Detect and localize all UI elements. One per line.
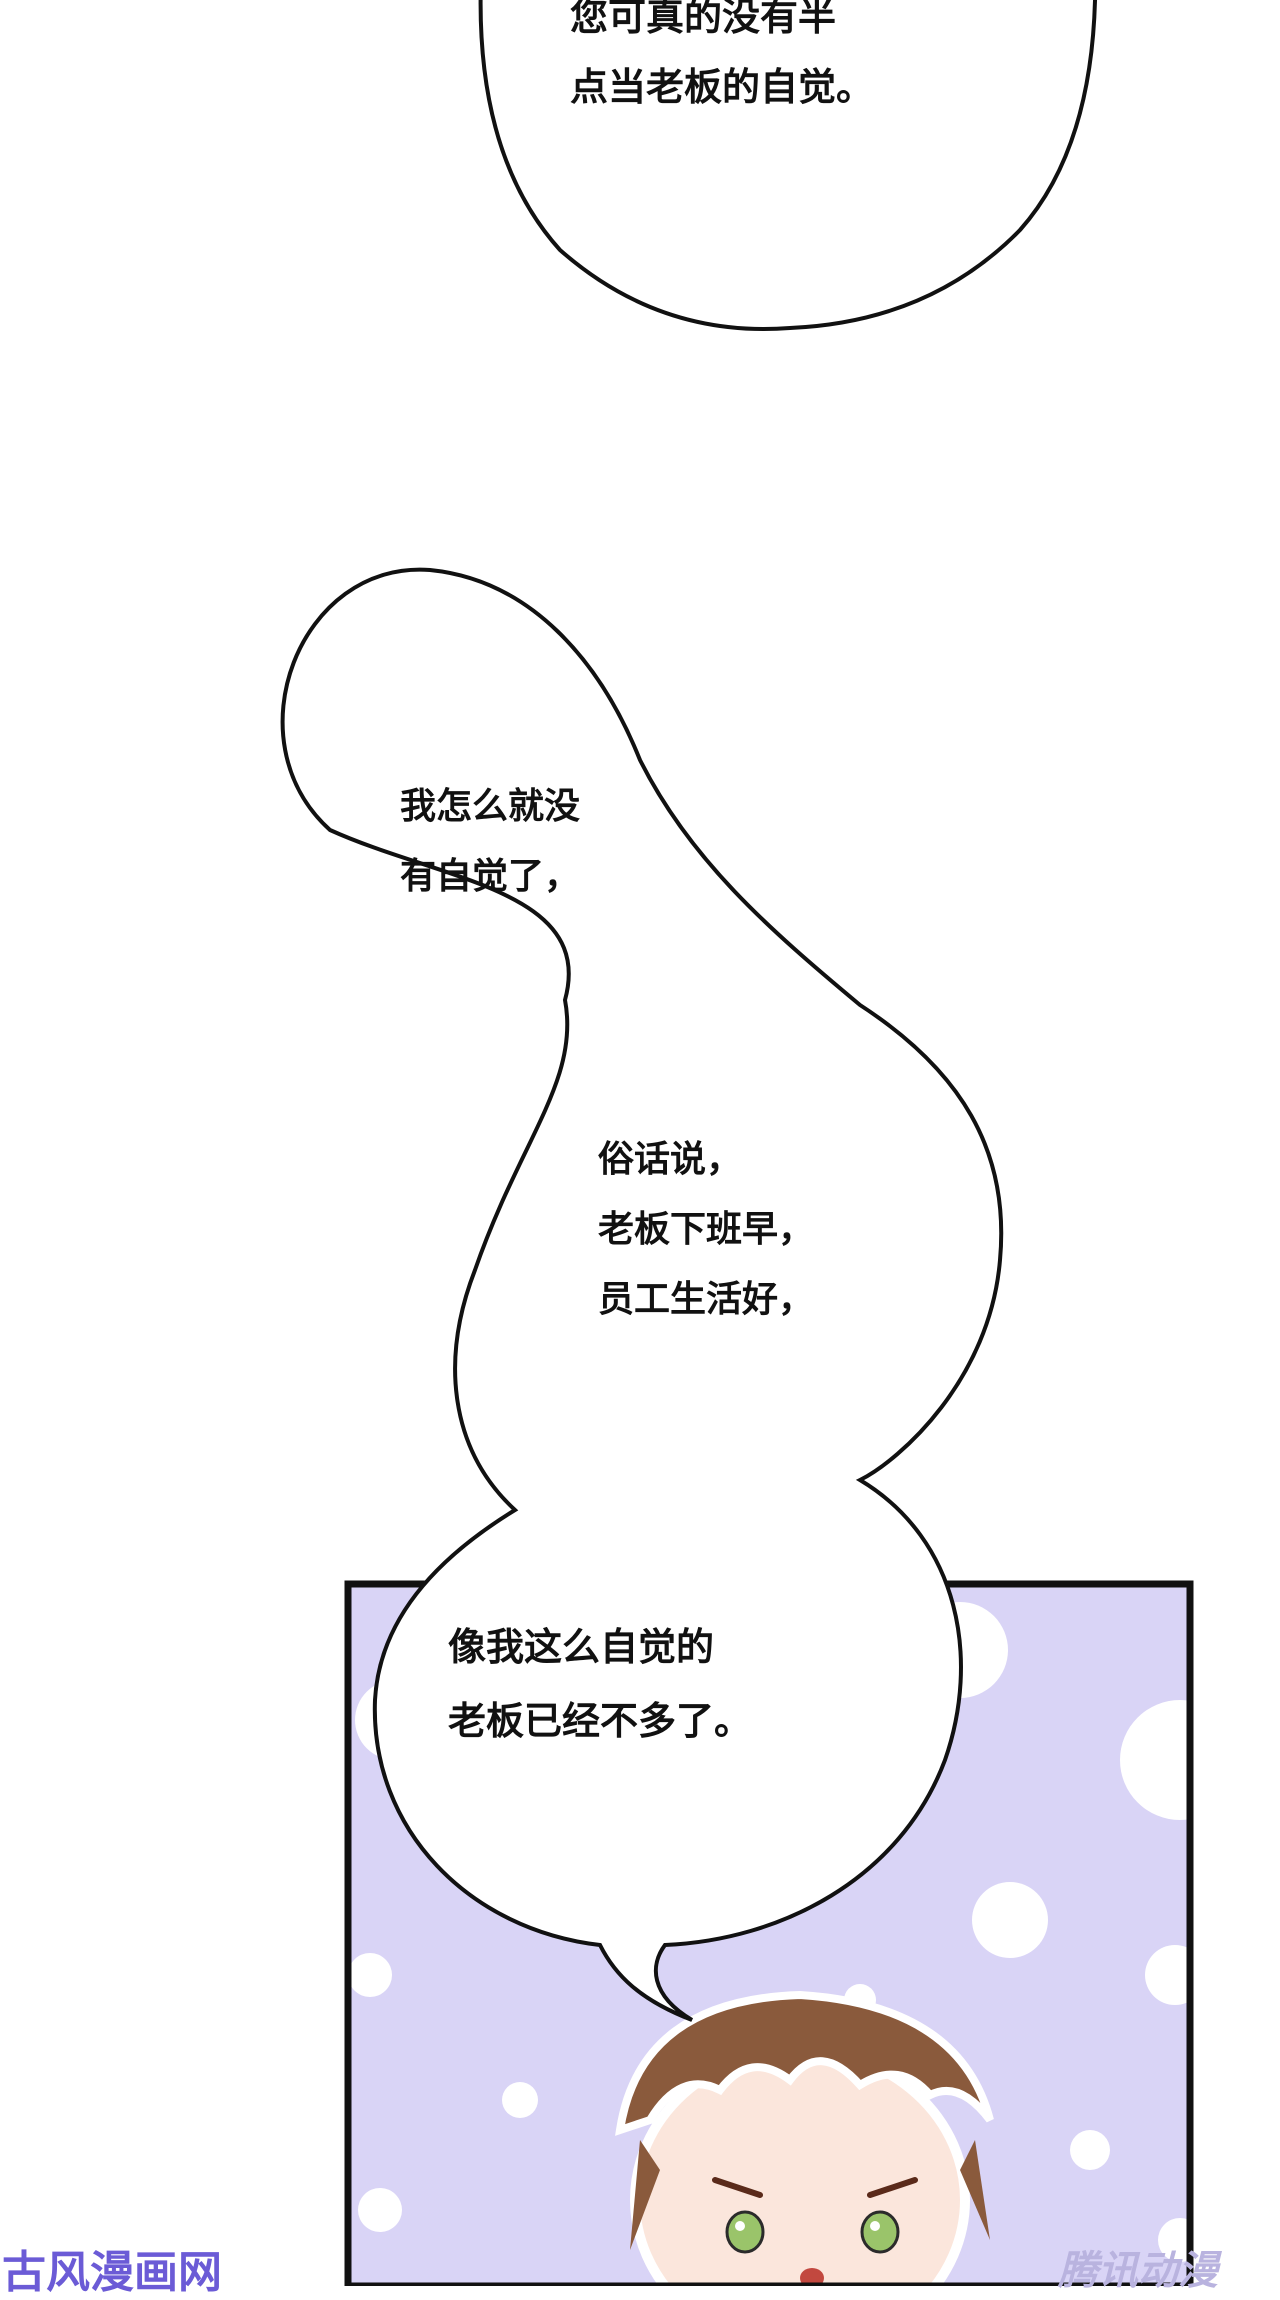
speech-bubble-middle-shapes [280,567,1004,2022]
bubble-third-text: 俗话说， 老板下班早， 员工生活好， [598,1139,815,1320]
speech-bubble-chain [280,567,1004,2022]
watermark-left: 古风漫画网 [2,2247,222,2298]
character-illustration [615,1990,994,2286]
bubble-fourth-text: 像我这么自觉的 老板已经不多了。 [448,1625,753,1743]
watermark-right: 腾讯动漫 [1058,2248,1218,2294]
bubble-second-text: 我怎么就没 有自觉了， [400,786,581,897]
bubble-top-text: 您可真的没有半 点当老板的自觉。 [570,0,875,109]
speech-bubble-top [478,0,1098,331]
